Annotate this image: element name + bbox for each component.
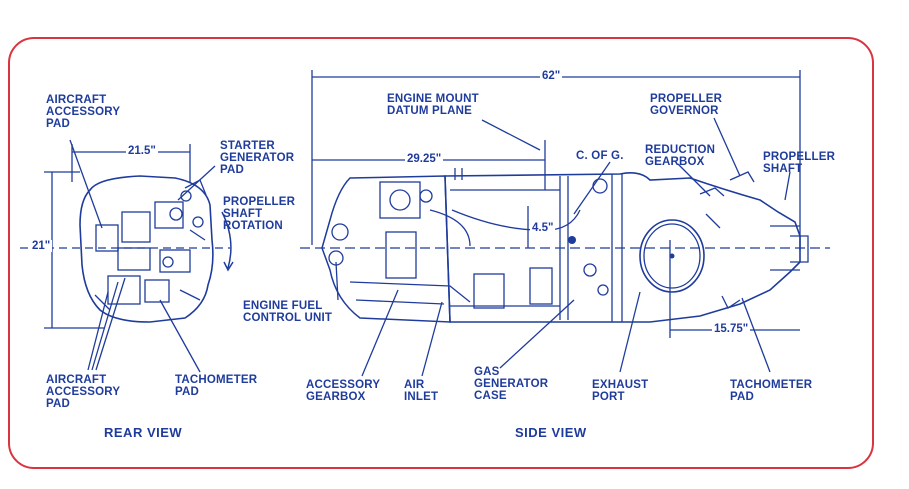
dimension-rear-height: 21" (30, 240, 53, 252)
side-view-title: SIDE VIEW (515, 425, 587, 440)
label-center-of-gravity: C. OF G. (576, 150, 624, 162)
label-gas-generator-case: GAS GENERATOR CASE (474, 366, 549, 402)
dimension-overall-length: 62" (540, 70, 563, 82)
dimension-rear-width: 21.5" (126, 145, 158, 157)
rear-view-title: REAR VIEW (104, 425, 183, 440)
label-accessory-gearbox: ACCESSORY GEARBOX (306, 379, 381, 403)
diagram-frame (8, 37, 874, 469)
label-tachometer-pad-side: TACHOMETER PAD (730, 379, 813, 403)
rear-view-drawing (20, 139, 234, 373)
label-propeller-shaft-rotation: PROPELLER SHAFT ROTATION (223, 196, 296, 232)
label-propeller-governor: PROPELLER GOVERNOR (650, 93, 723, 117)
label-engine-fuel-control-unit: ENGINE FUEL CONTROL UNIT (243, 300, 333, 324)
label-air-inlet: AIR INLET (404, 379, 439, 403)
label-propeller-shaft: PROPELLER SHAFT (763, 151, 836, 175)
label-reduction-gearbox: REDUCTION GEARBOX (645, 144, 716, 168)
label-aircraft-accessory-pad-bottom: AIRCRAFT ACCESSORY PAD (46, 374, 121, 410)
label-tachometer-pad-rear: TACHOMETER PAD (175, 374, 258, 398)
label-exhaust-port: EXHAUST PORT (592, 379, 649, 403)
label-engine-mount-datum-plane: ENGINE MOUNT DATUM PLANE (387, 93, 479, 117)
dimension-offset: 4.5" (530, 222, 556, 234)
dimension-datum-to-cg: 29.25" (405, 153, 444, 165)
dimension-prop-offset: 15.75" (712, 323, 751, 335)
label-starter-generator-pad: STARTER GENERATOR PAD (220, 140, 295, 176)
label-aircraft-accessory-pad-top: AIRCRAFT ACCESSORY PAD (46, 94, 121, 130)
side-view-drawing (300, 70, 830, 377)
